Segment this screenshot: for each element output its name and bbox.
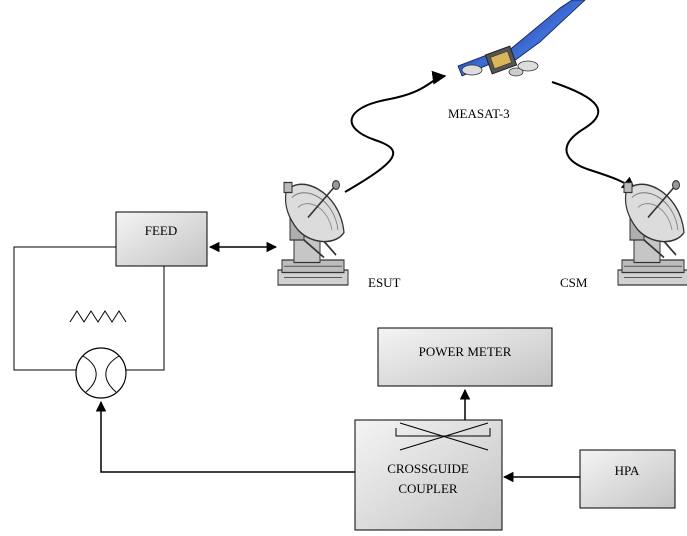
feed-loop-right — [126, 266, 165, 371]
crossguide-symbol-icon — [395, 422, 491, 451]
hpa-box — [579, 449, 676, 509]
feed-label: FEED — [145, 223, 178, 238]
feed-box — [115, 211, 208, 267]
downlink-path — [551, 81, 637, 191]
load-resistor-icon — [69, 310, 127, 323]
circulator-icon — [75, 347, 127, 399]
power-meter-label: POWER METER — [419, 344, 512, 359]
hpa-label: HPA — [615, 463, 640, 478]
csm-label: CSM — [560, 275, 588, 290]
esut-label: ESUT — [368, 275, 401, 290]
power-meter-box — [377, 327, 553, 387]
satellite-icon — [457, 0, 586, 77]
satellite-label: MEASAT-3 — [448, 106, 510, 121]
csm-dish-icon — [617, 179, 687, 286]
coupler-box — [354, 419, 503, 531]
coupler-label-line1: CROSSGUIDE — [387, 461, 469, 476]
coupler-return-path — [95, 400, 355, 473]
uplink-path — [344, 70, 447, 193]
coupler-label-line2: COUPLER — [398, 481, 458, 496]
feed-loop-left — [13, 246, 116, 371]
esut-dish-icon — [277, 179, 349, 286]
